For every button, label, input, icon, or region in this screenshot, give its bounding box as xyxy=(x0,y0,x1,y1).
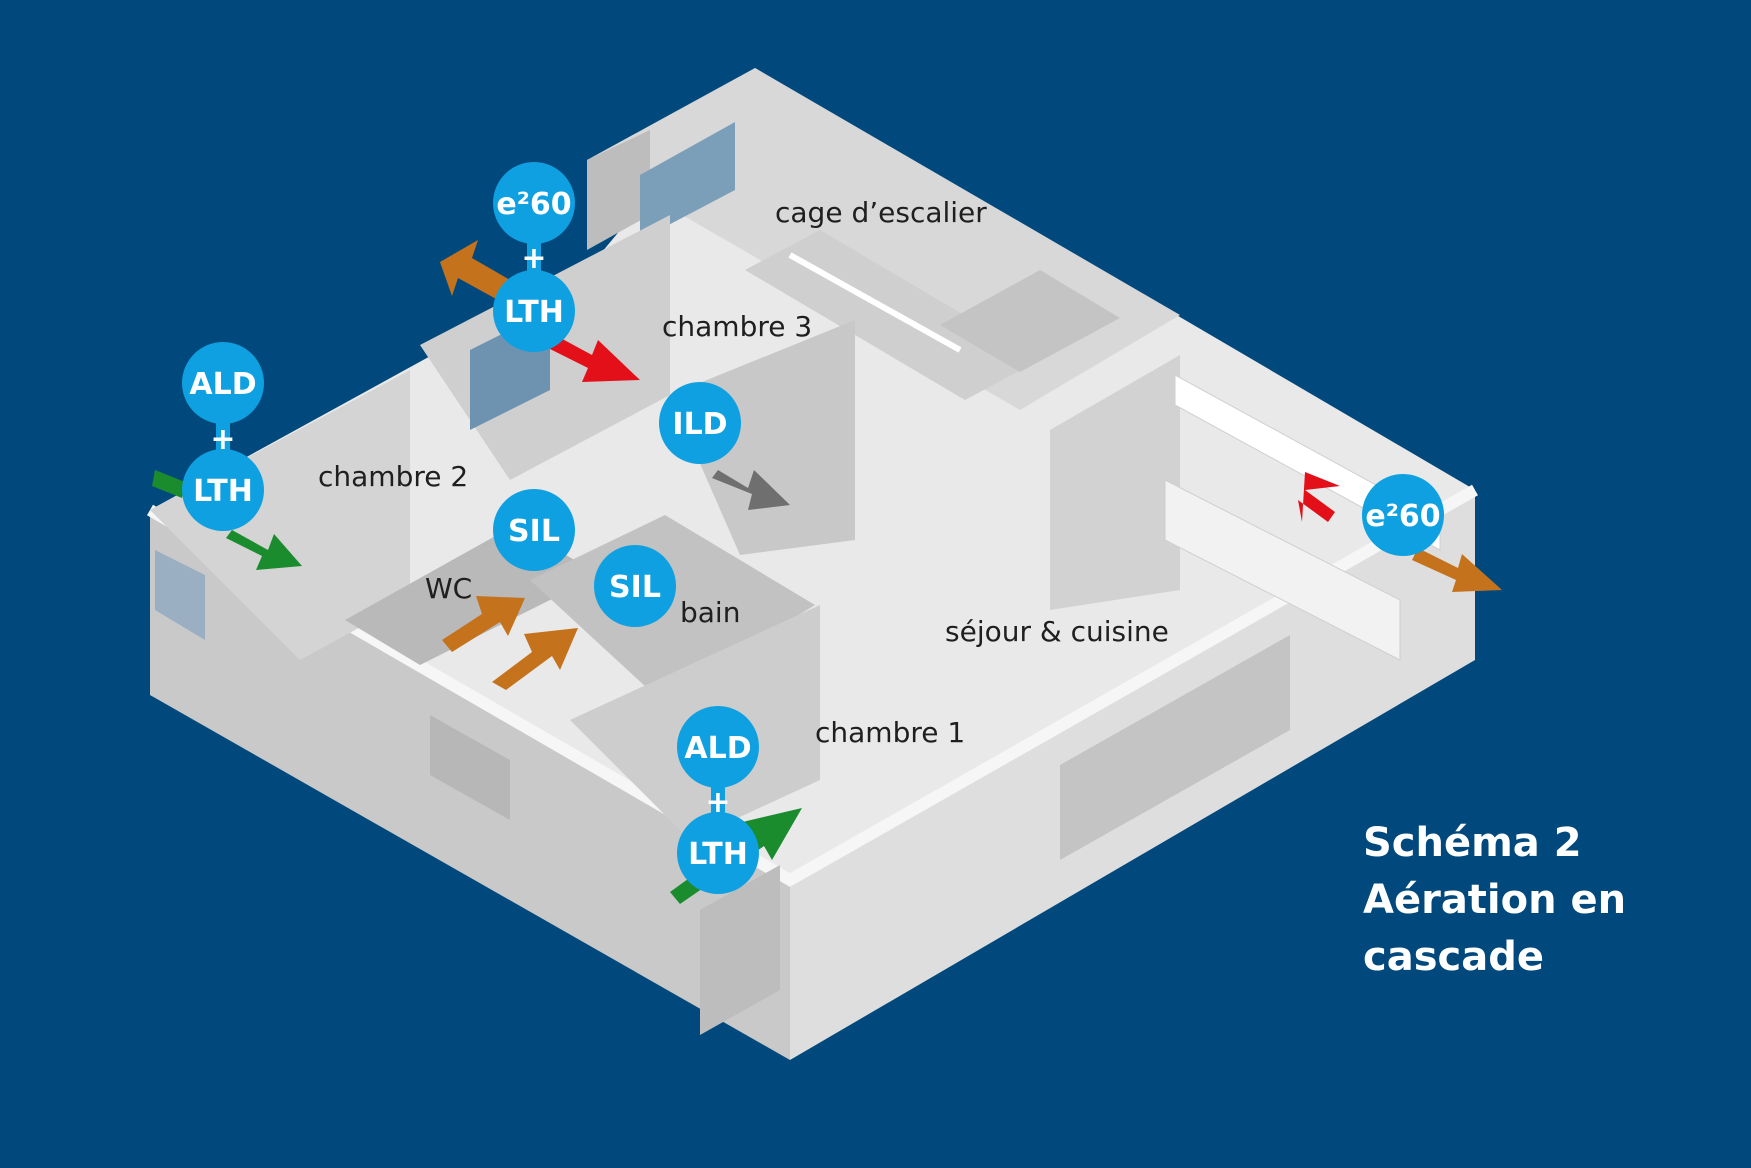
arrow-orange-bain xyxy=(492,628,578,690)
badge-sil-bain-label: SIL xyxy=(609,570,661,605)
front-door xyxy=(700,865,780,1035)
badge-e260-top xyxy=(493,162,575,244)
wall-center xyxy=(670,320,855,555)
badge-ald-bottom-label: ALD xyxy=(684,731,751,766)
label-chambre-3: chambre 3 xyxy=(662,310,812,343)
stair-steps xyxy=(940,270,1120,372)
label-chambre-2: chambre 2 xyxy=(318,460,468,493)
ventilation-badges: e²60 + LTH ALD + LTH ILD SIL SIL e²60 xyxy=(182,162,1444,894)
label-sejour-cuisine: séjour & cuisine xyxy=(945,615,1169,648)
window-left xyxy=(155,550,205,640)
badge-ild-label: ILD xyxy=(672,407,727,442)
arrow-red-kitchen xyxy=(1298,472,1340,522)
arrow-orange-right xyxy=(1412,548,1502,592)
badge-group-top: e²60 + LTH xyxy=(493,162,575,352)
badge-group-bottom: ALD + LTH xyxy=(677,706,759,894)
caption-line-3: cascade xyxy=(1363,934,1544,980)
front-window-left xyxy=(430,715,510,820)
badge-lth-bottom-label: LTH xyxy=(688,837,748,872)
wall-chambre2 xyxy=(150,370,410,660)
arrow-orange-wc xyxy=(442,596,525,652)
badge-ild xyxy=(659,382,741,464)
diagram-caption: Schéma 2 Aération en cascade xyxy=(1363,815,1626,986)
stair-tower-side xyxy=(587,130,650,250)
badge-lth-left xyxy=(182,449,264,531)
badge-ald-left xyxy=(182,342,264,424)
kitchen-counter xyxy=(1164,479,1401,661)
badge-lth-left-label: LTH xyxy=(193,474,253,509)
badge-e260-top-label: e²60 xyxy=(496,187,571,222)
badge-group-left: ALD + LTH xyxy=(182,342,264,531)
label-wc: WC xyxy=(425,572,472,605)
arrow-orange-top xyxy=(440,240,510,300)
arrow-gray-ild xyxy=(712,470,790,510)
badge-e260-right-label: e²60 xyxy=(1365,499,1440,534)
badge-lth-top xyxy=(493,270,575,352)
badge-e260-right xyxy=(1362,474,1444,556)
badge-sil-wc-label: SIL xyxy=(508,514,560,549)
badge-lth-bottom xyxy=(677,812,759,894)
arrow-red-chambre3 xyxy=(548,335,640,382)
stair-rail xyxy=(788,252,962,353)
bain-room xyxy=(530,515,815,700)
badge-ald-left-label: ALD xyxy=(189,367,256,402)
wall-kitchen xyxy=(1050,355,1180,610)
outer-wall-top xyxy=(146,484,1478,887)
building xyxy=(146,68,1478,1060)
badge-sil-bain xyxy=(594,545,676,627)
arrow-green-chambre2 xyxy=(226,530,302,570)
badge-sil-wc xyxy=(493,489,575,571)
arrow-green-left-in xyxy=(152,470,185,498)
front-window-right xyxy=(1060,635,1290,860)
caption-line-1: Schéma 2 xyxy=(1363,820,1582,866)
label-bain: bain xyxy=(680,596,740,629)
label-chambre-1: chambre 1 xyxy=(815,716,965,749)
label-cage-escalier: cage d’escalier xyxy=(775,196,987,229)
caption-line-2: Aération en xyxy=(1363,877,1627,923)
stair-window xyxy=(640,122,735,240)
room-labels: cage d’escalier chambre 3 chambre 2 WC b… xyxy=(318,196,1169,749)
badge-ald-bottom xyxy=(677,706,759,788)
badge-lth-top-label: LTH xyxy=(504,295,564,330)
